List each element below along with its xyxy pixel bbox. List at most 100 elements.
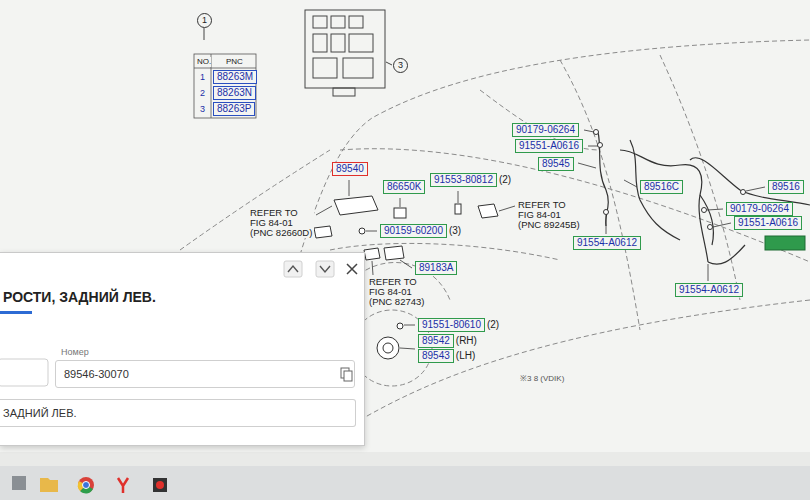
highlighted-part: [765, 236, 805, 250]
taskbar-bar: [0, 466, 810, 500]
sensor-module: [394, 208, 406, 218]
part-number: 89542: [422, 335, 450, 346]
leader-lines: [316, 130, 765, 349]
bolt: [359, 228, 365, 234]
relay: [343, 58, 373, 78]
form-field: Номер 89546-30070: [55, 347, 355, 388]
parts: [314, 130, 805, 360]
form-field: ЗАДНИЙ ЛЕВ.: [0, 399, 356, 427]
pillar-line: [660, 55, 740, 300]
part-number-box: 89543: [418, 349, 454, 363]
part-number: 91554-A0612: [679, 284, 739, 295]
leader-line: [713, 223, 731, 227]
part-number-box: 91553-80812: [430, 173, 497, 187]
leader-line: [584, 130, 594, 132]
leader-line: [499, 206, 515, 211]
part-number: 90159-60200: [384, 225, 443, 236]
roof-line: [300, 40, 810, 255]
part-number-box: 90159-60200: [380, 224, 447, 238]
part-number-box: 86650K: [383, 180, 425, 194]
leader-line: [746, 187, 765, 191]
part-number: 91551-A0616: [738, 217, 798, 228]
clip: [397, 323, 403, 329]
part-number: 89540: [336, 163, 364, 174]
part-number: 89183A: [419, 262, 453, 273]
relay: [331, 16, 345, 28]
field-label: Номер: [55, 347, 355, 358]
relay: [349, 34, 373, 52]
leader-line: [349, 180, 350, 196]
ecu: [334, 196, 378, 215]
clip: [594, 130, 599, 135]
part-number: 91554-A0612: [577, 237, 637, 248]
fuse-box: [204, 10, 392, 96]
close-icon: [347, 264, 357, 274]
harness: [690, 158, 810, 205]
part-number-box: 91551-A0616: [515, 139, 583, 153]
copy-icon: [344, 371, 352, 381]
connector: [478, 204, 498, 218]
harness: [708, 245, 745, 264]
chevron-down: [320, 266, 330, 272]
connector: [364, 248, 380, 260]
field-value: ЗАДНИЙ ЛЕВ.: [3, 407, 77, 419]
selected-part-number: 89540: [332, 162, 368, 176]
table-header: NO.: [197, 57, 211, 67]
relay: [349, 16, 363, 28]
leader-line: [366, 231, 377, 232]
part-number-box: 89516C: [640, 180, 683, 194]
sill-line: [360, 300, 810, 420]
pnc-cell: 88263M: [213, 70, 257, 84]
table-rule: [194, 68, 256, 69]
copy-icon: [341, 368, 349, 378]
belt-line: [340, 149, 810, 262]
part-number: 88263M: [217, 71, 253, 82]
connector: [314, 226, 332, 238]
row-number: 2: [200, 88, 205, 99]
part-number: 89545: [542, 158, 570, 169]
part-number-box: 91551-80610: [418, 318, 485, 332]
leader-line: [400, 348, 415, 349]
part-number-box: 89545: [538, 157, 574, 171]
part-number: 89543: [422, 350, 450, 361]
part-number-box: 90179-06264: [512, 123, 579, 137]
popup-window: РОСТИ, ЗАДНИЙ ЛЕВ. Номер 89546-30070ЗАДНИЙ…: [0, 252, 365, 446]
tab-underline: [0, 311, 32, 314]
part-number: 1: [202, 15, 207, 25]
app-icon: [153, 478, 167, 492]
row-number: 1: [200, 72, 205, 83]
part-number: 89516: [772, 181, 800, 192]
next-button: [316, 261, 334, 277]
quantity-note: (LH): [456, 350, 475, 362]
popup-title: РОСТИ, ЗАДНИЙ ЛЕВ.: [3, 289, 156, 305]
body-line: [180, 150, 330, 250]
leader-line: [204, 28, 205, 40]
part-number: 86650K: [387, 181, 421, 192]
clip: [708, 225, 713, 230]
part-number-box: 91554-A0612: [573, 236, 641, 250]
clip: [702, 208, 707, 213]
relay: [313, 58, 337, 78]
table-header: PNC: [226, 57, 243, 67]
screen-bezel: [0, 452, 810, 466]
part-number: 88263N: [217, 87, 252, 98]
part-number: 89516C: [644, 181, 679, 192]
leader-line: [707, 209, 723, 210]
harness: [598, 132, 608, 226]
taskbar: [0, 466, 810, 500]
speed-sensor: [377, 337, 399, 359]
leader-line: [624, 180, 637, 187]
leader-line: [578, 163, 596, 168]
quantity-note: (RH): [456, 335, 477, 347]
yandex-icon: [118, 478, 128, 493]
empty-field: [0, 359, 48, 386]
chrome-icon: [78, 477, 94, 493]
part-number-box: 89542: [418, 334, 454, 348]
bracket: [384, 246, 404, 260]
part-number: 91551-80610: [422, 319, 481, 330]
door-line: [560, 60, 640, 330]
connector: [333, 88, 355, 96]
speed-sensor: [383, 343, 393, 353]
field-input: 89546-30070: [55, 360, 355, 388]
